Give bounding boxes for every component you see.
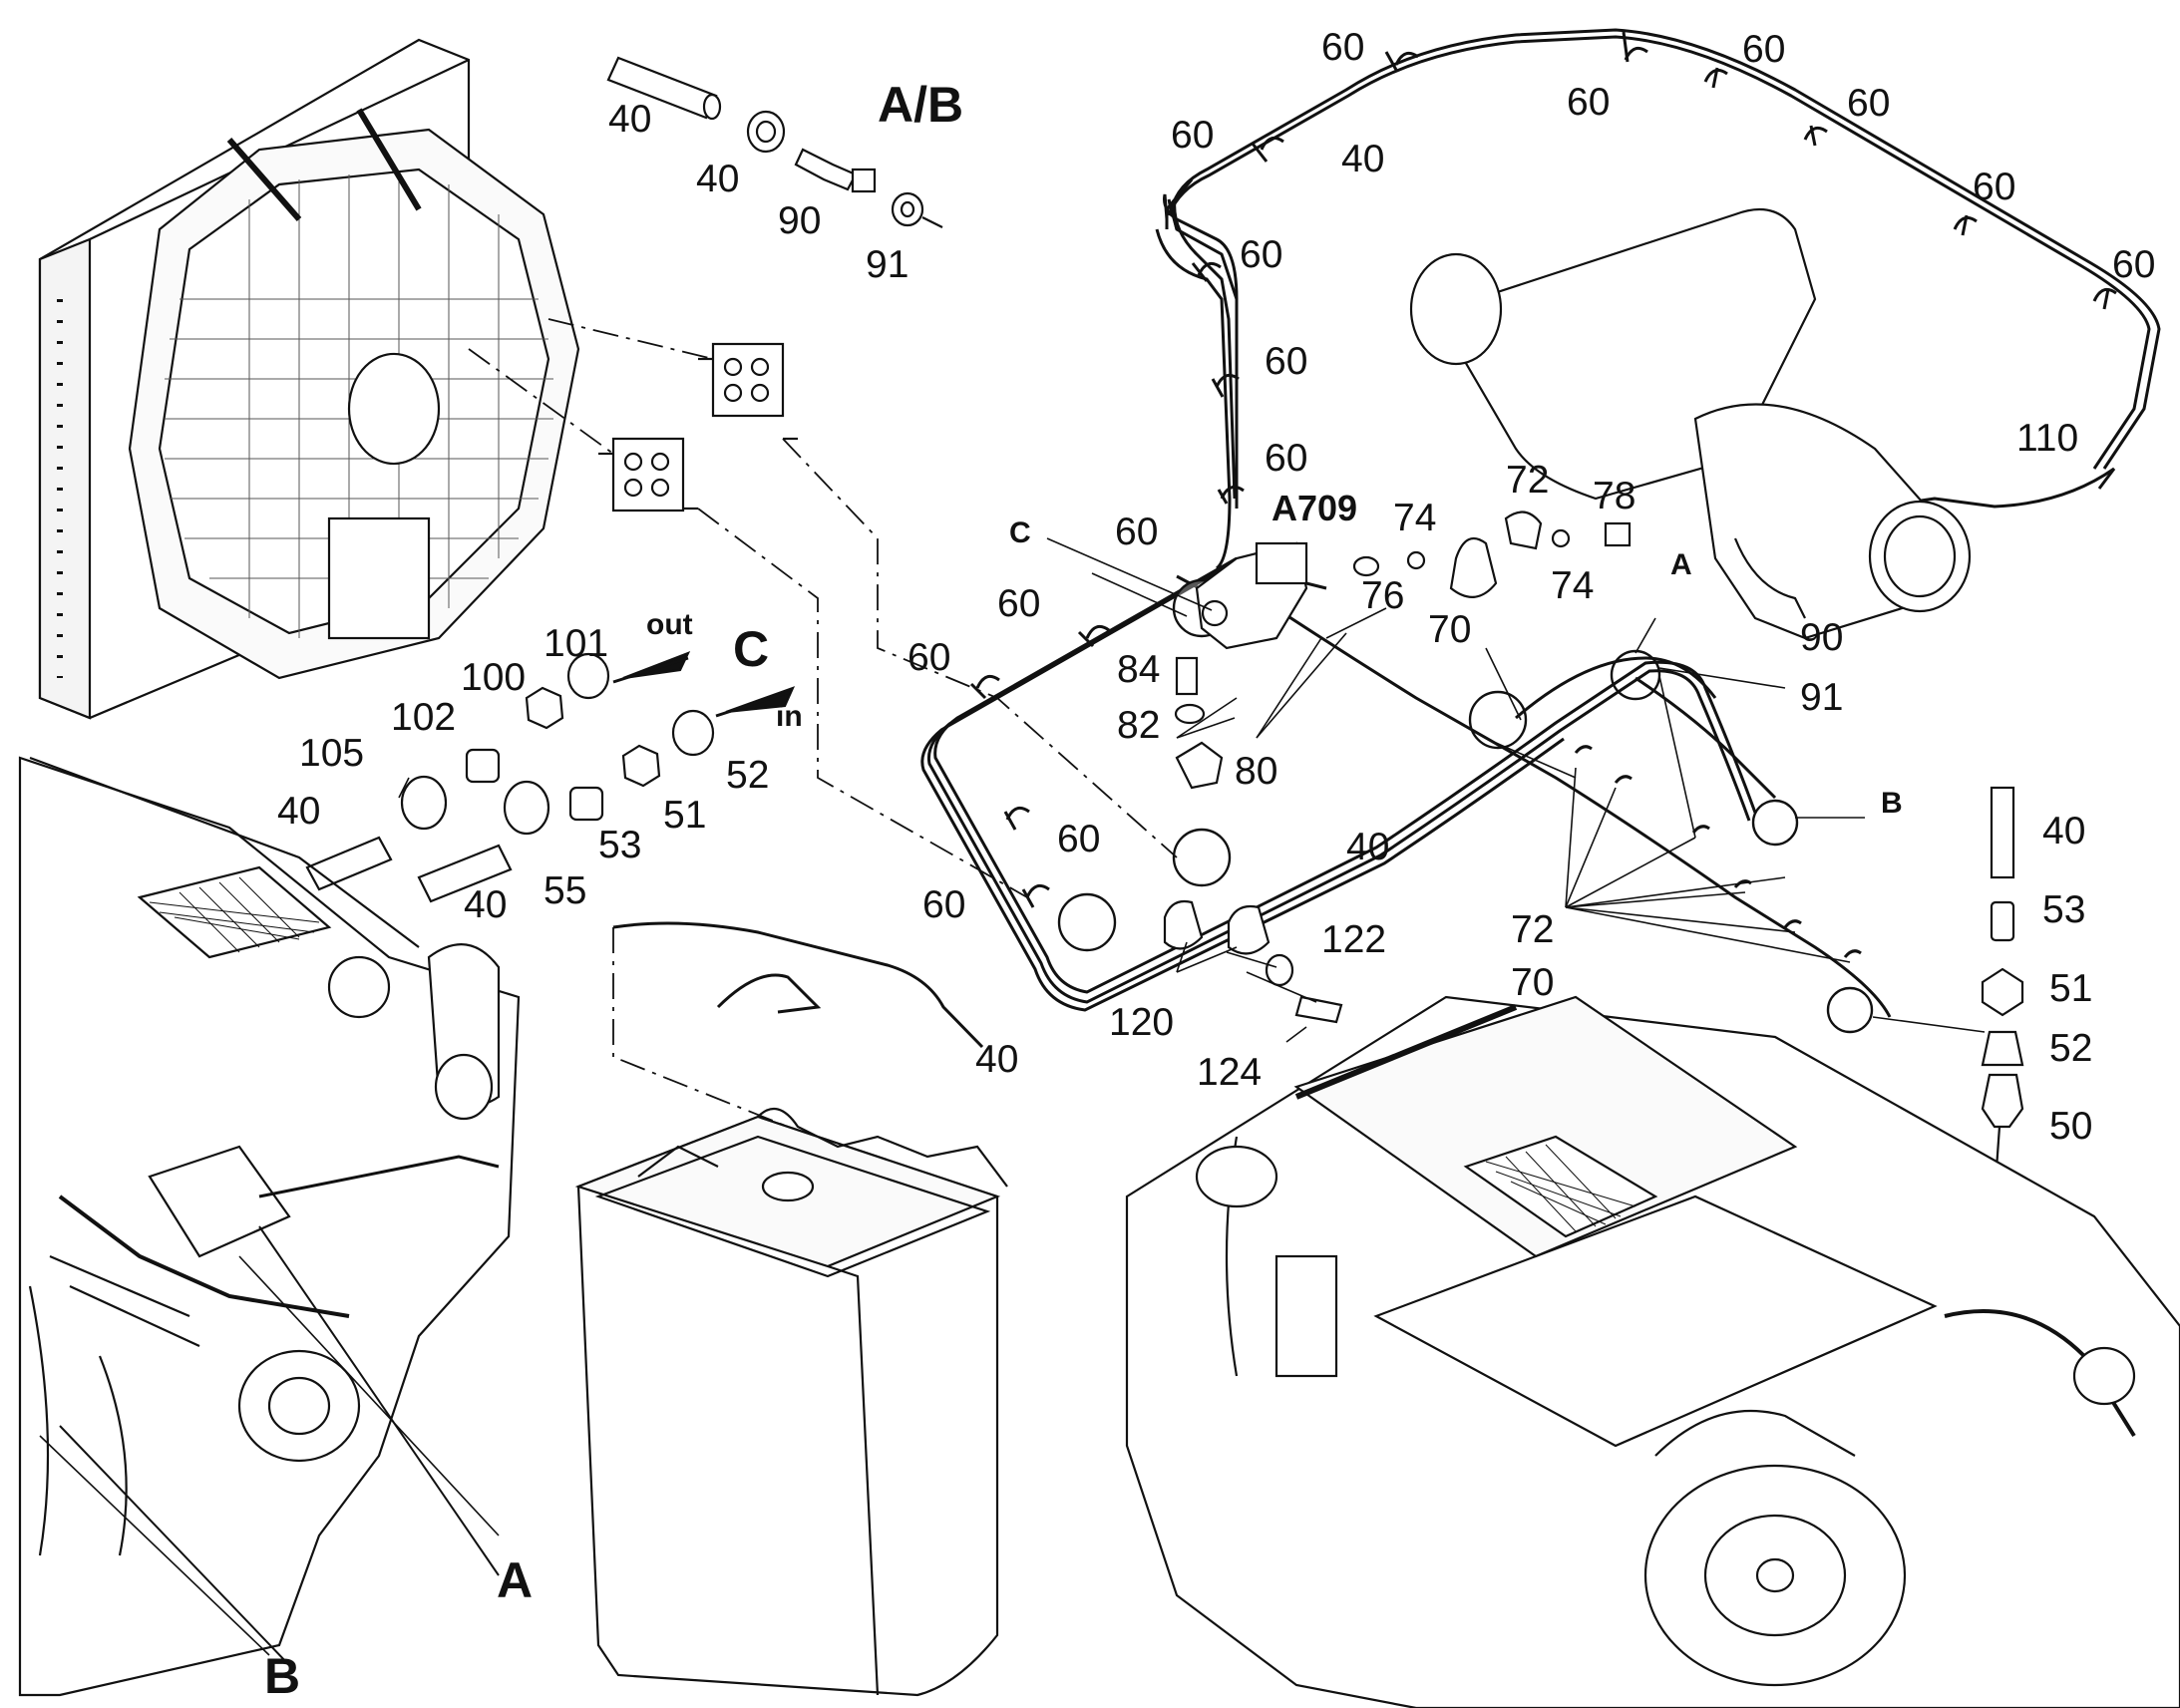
part-40-c2: 40 [464,883,507,926]
part-124: 124 [1197,1051,1262,1094]
part-91-r: 91 [1800,676,1843,719]
ab-header: A/B [878,77,963,133]
part-76: 76 [1361,574,1404,617]
part-60: 60 [2112,243,2155,286]
part-60: 60 [1742,28,1785,71]
part-40-r: 40 [2042,810,2085,853]
a-ref-label: A [1670,548,1692,581]
part-100: 100 [461,656,526,699]
part-40-top: 40 [1341,138,1384,180]
in-label: in [776,700,803,733]
part-60: 60 [1057,818,1100,860]
callout-leaders [39,537,1986,1656]
part-60: 60 [1973,166,2015,208]
part-40-mid: 40 [1346,826,1389,868]
engine-right [1125,995,2180,1708]
a-big-label: A [497,1552,533,1608]
b-ref-label: B [1881,787,1903,820]
part-102: 102 [391,696,456,739]
out-label: out [646,608,693,641]
part-60: 60 [1321,26,1364,69]
part-60: 60 [922,883,965,926]
part-90-ab: 90 [778,199,821,242]
part-74-a: 74 [1393,497,1436,539]
part-72-low: 72 [1511,908,1554,951]
part-74-b: 74 [1551,564,1594,607]
part-91-ab: 91 [866,243,908,286]
part-60: 60 [1115,511,1158,553]
ab-parts-group [606,56,943,228]
harness-clips [969,31,2117,958]
part-60: 60 [997,582,1040,625]
part-60: 60 [1171,114,1214,157]
part-50-r: 50 [2049,1105,2092,1148]
part-40-bottom: 40 [975,1038,1018,1081]
part-51-c: 51 [663,794,706,837]
engine-left [18,756,521,1697]
part-55: 55 [544,869,586,912]
part-90-r: 90 [1800,616,1843,659]
part-60: 60 [1567,81,1610,124]
part-60: 60 [1265,340,1307,383]
part-40-ab-2: 40 [696,158,739,200]
part-101: 101 [544,622,608,665]
part-52-r: 52 [2049,1027,2092,1070]
part-122: 122 [1321,918,1386,961]
clip-parts [1163,899,1343,1024]
part-120: 120 [1109,1001,1174,1044]
part-84: 84 [1117,648,1160,691]
c-ref-label: C [1009,516,1031,549]
a709-sensor [1195,541,1308,650]
part-78: 78 [1593,475,1635,517]
silencer-assembly [1409,207,1972,640]
part-52-c: 52 [726,754,769,797]
c-header: C [733,621,769,677]
part-82: 82 [1117,704,1160,747]
part-53-c: 53 [598,824,641,866]
b-big-label: B [264,1648,300,1704]
part-51-r: 51 [2049,967,2092,1010]
part-80: 80 [1235,750,1277,793]
radiator-fan-assembly [38,38,580,720]
part-70-low: 70 [1511,961,1554,1004]
part-105: 105 [299,732,364,775]
c-parts-group [305,650,796,903]
leader-lines [468,318,1178,1168]
part-72-top: 72 [1506,459,1549,502]
right-fitting-column [1714,786,2024,1437]
bracket-parts [1174,511,1632,790]
part-60: 60 [908,636,950,679]
connector-blocks [598,342,798,512]
labels: A/B 40 40 90 91 60 60 60 60 60 60 60 60 … [264,26,2155,1704]
part-60: 60 [1240,233,1282,276]
a709-label: A709 [1272,488,1357,528]
part-40-c1: 40 [277,790,320,833]
part-60: 60 [1265,437,1307,480]
part-70-top: 70 [1428,608,1471,651]
tank-assembly [574,1107,1008,1697]
part-110: 110 [2016,417,2078,460]
part-53-r: 53 [2042,888,2085,931]
part-60: 60 [1847,82,1890,125]
part-40-ab-1: 40 [608,98,651,141]
